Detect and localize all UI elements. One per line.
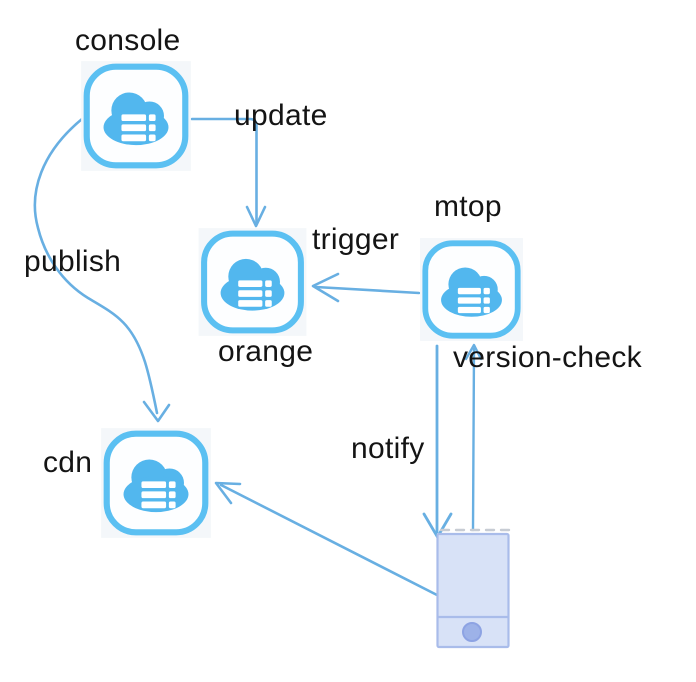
edge-trigger-arrow xyxy=(311,272,421,303)
edge-publish-arrow xyxy=(33,117,171,423)
edge-version-check-label: version-check xyxy=(453,341,642,374)
cloud-server-icon xyxy=(80,60,192,172)
node-console xyxy=(80,60,192,172)
mobile-device-icon xyxy=(436,532,510,649)
edge-device-to-cdn-arrow xyxy=(214,481,439,597)
node-device xyxy=(436,528,516,649)
device-home-button xyxy=(462,622,482,642)
node-console-label: console xyxy=(75,24,181,57)
edge-update-arrow xyxy=(190,117,267,228)
node-cdn-label: cdn xyxy=(43,446,93,479)
edge-notify-label: notify xyxy=(351,432,425,465)
edge-publish-label: publish xyxy=(24,245,122,278)
edge-version-check-arrow xyxy=(464,343,483,532)
cloud-server-icon xyxy=(100,427,212,539)
edge-trigger-label: trigger xyxy=(312,223,400,256)
cloud-server-icon xyxy=(197,227,308,337)
node-orange xyxy=(197,227,308,337)
edge-notify-arrow xyxy=(422,344,453,539)
node-mtop-label: mtop xyxy=(434,190,502,223)
node-cdn xyxy=(100,427,212,539)
edge-update-label: update xyxy=(234,99,328,132)
node-mtop xyxy=(418,237,525,342)
cloud-server-icon xyxy=(418,237,525,342)
node-orange-label: orange xyxy=(218,335,314,368)
